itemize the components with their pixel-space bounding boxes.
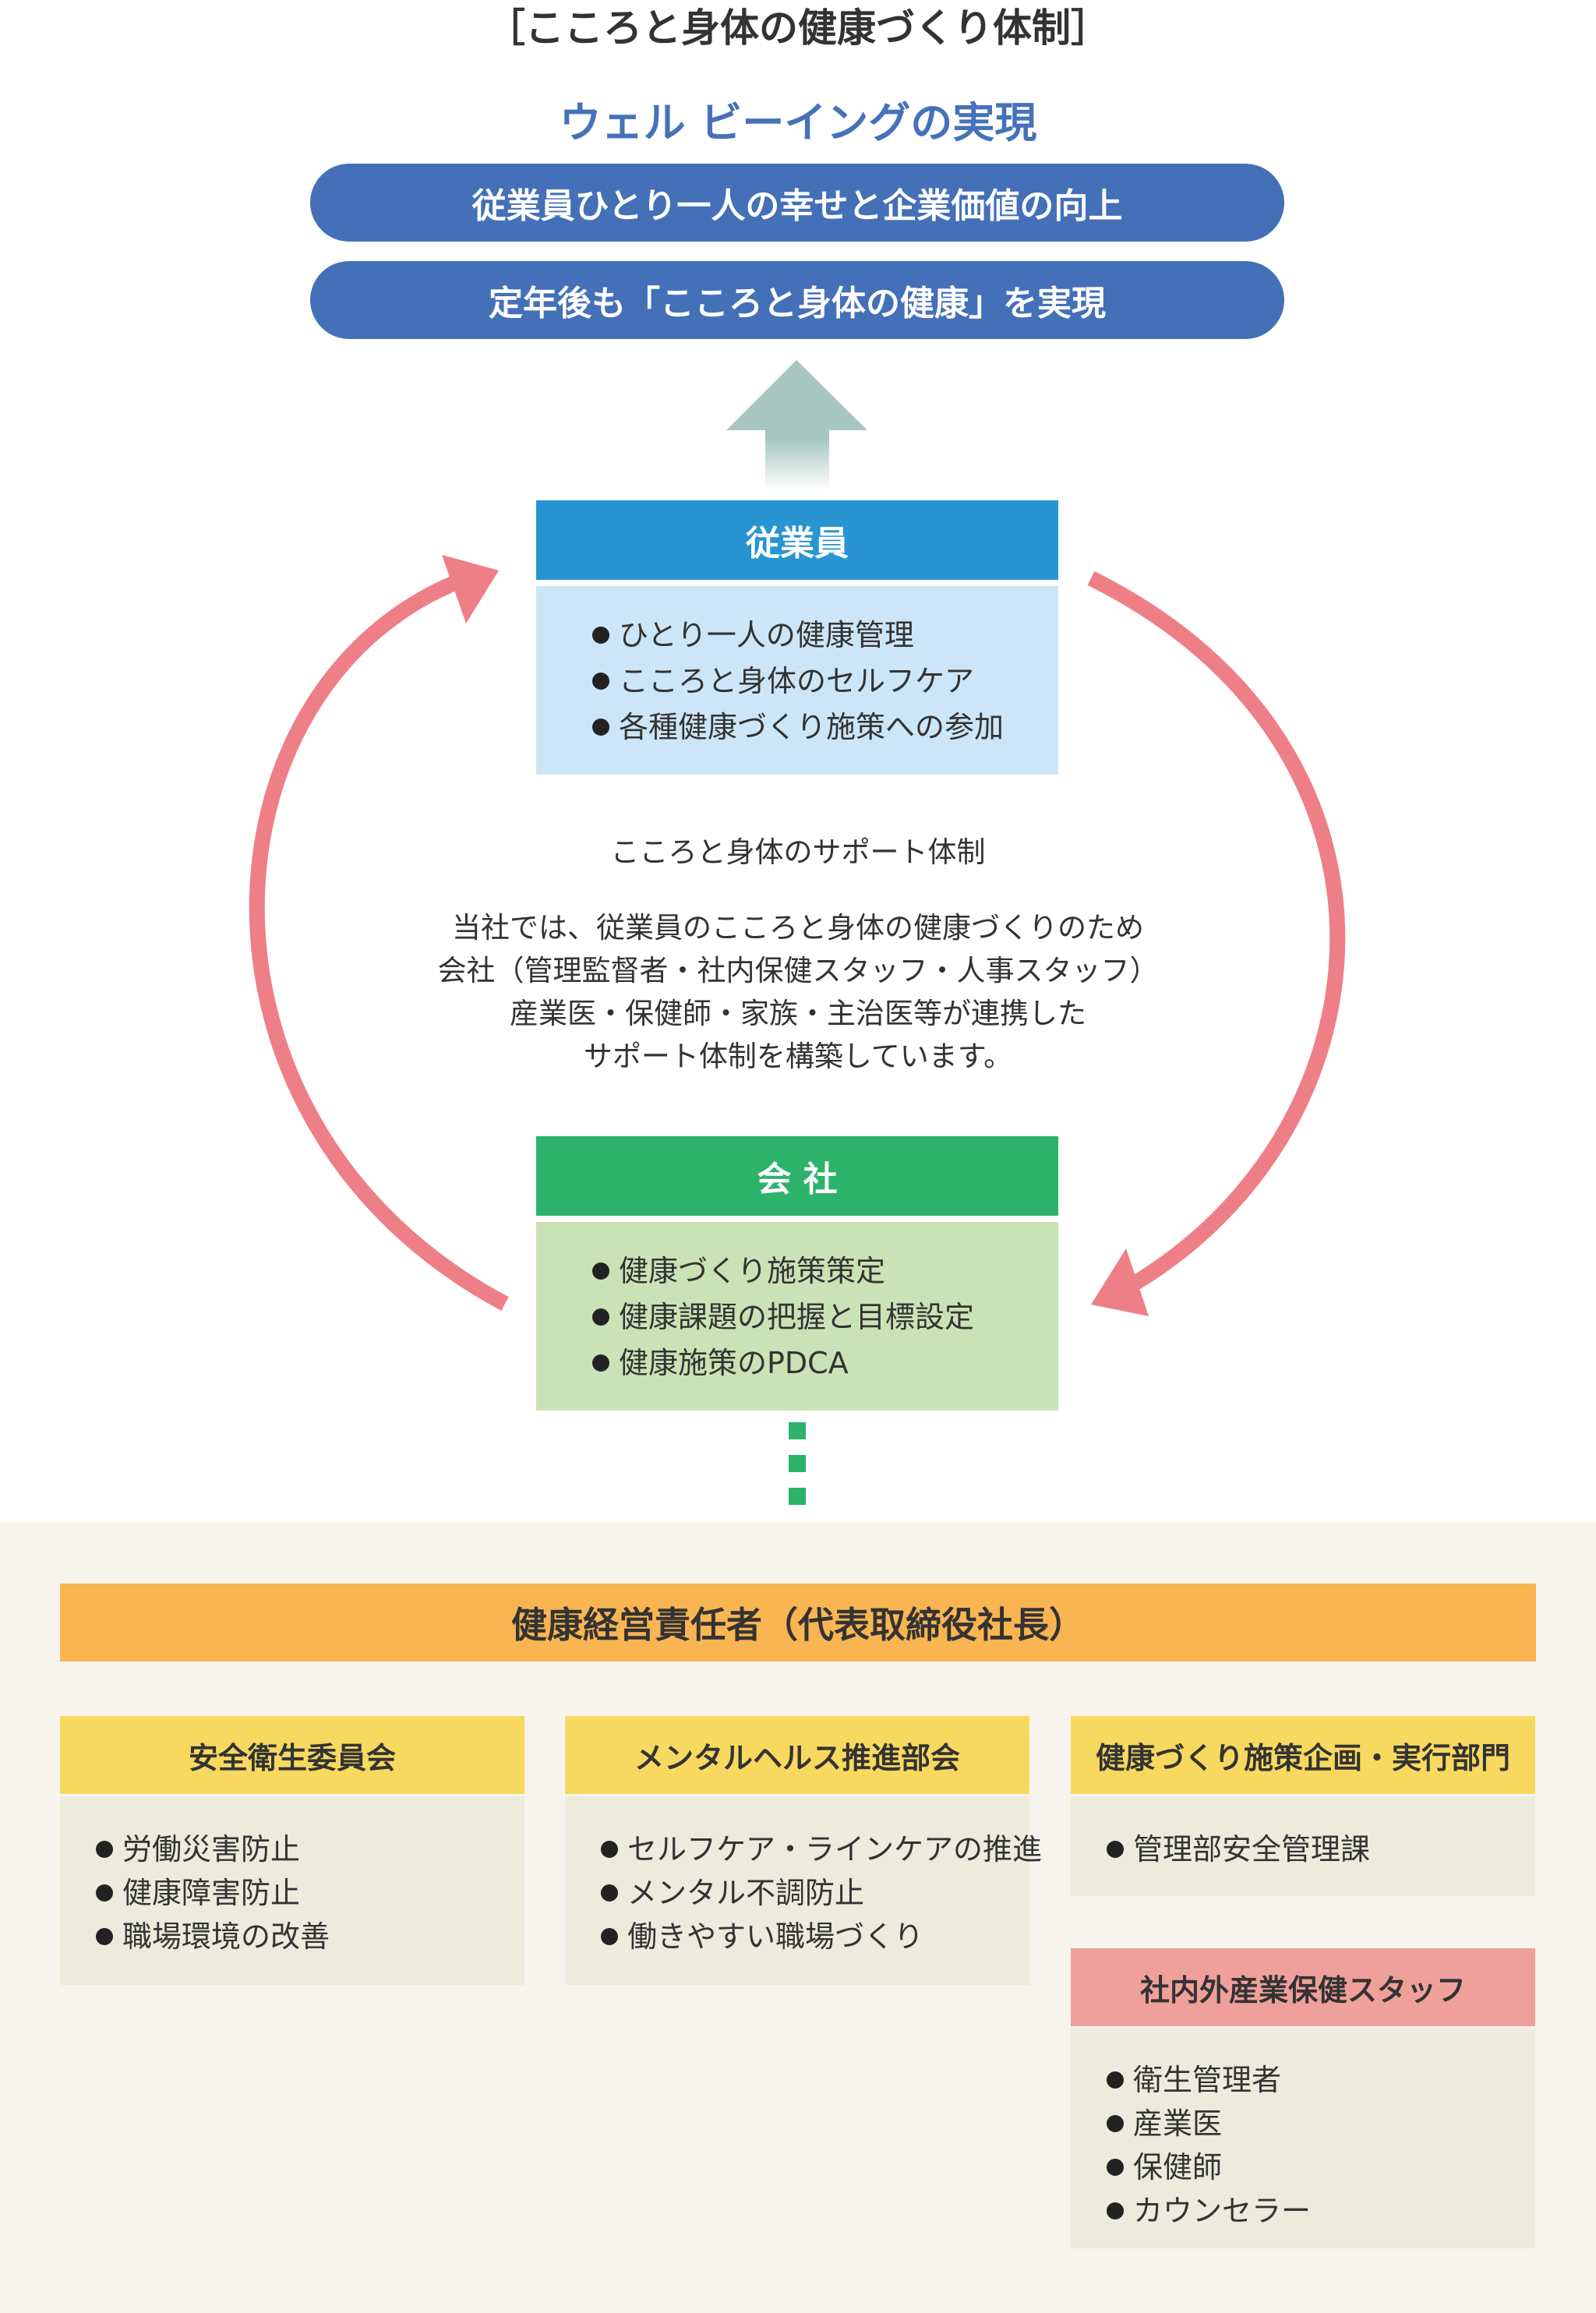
- bullet-icon: [96, 1884, 113, 1902]
- health-planning-department-items: 管理部安全管理課: [1071, 1796, 1535, 1896]
- bullet-icon: [1107, 2071, 1124, 2089]
- bullet-icon: [1107, 2202, 1124, 2219]
- mental-health-committee-items: セルフケア・ラインケアの推進 メンタル不調防止 働きやすい職場づくり: [565, 1796, 1042, 1985]
- cycle-arrow-left: [249, 567, 509, 1311]
- up-arrow: [726, 360, 867, 491]
- health-management-head: 健康経営責任者（代表取締役社長）: [60, 1584, 1536, 1661]
- list-item: 管理部安全管理課: [1107, 1827, 1535, 1871]
- bullet-icon: [1107, 2114, 1124, 2132]
- health-planning-department-header: 健康づくり施策企画・実行部門: [1071, 1716, 1535, 1794]
- list-item: セルフケア・ラインケアの推進: [601, 1827, 1042, 1871]
- connector-dot: [789, 1488, 806, 1505]
- diagram-title: ［こころと身体の健康づくり体制］: [486, 5, 1110, 51]
- list-item: ひとり一人の健康管理: [592, 613, 1058, 659]
- list-item: 各種健康づくり施策への参加: [592, 704, 1058, 750]
- list-item: 産業医: [1107, 2102, 1535, 2145]
- description-line: サポート体制を構築しています。: [583, 1040, 1013, 1073]
- bullet-icon: [96, 1840, 113, 1858]
- bullet-icon: [1107, 1840, 1124, 1858]
- bullet-icon: [592, 1262, 609, 1280]
- bullet-icon: [592, 718, 609, 736]
- bullet-icon: [592, 1354, 609, 1372]
- bullet-icon: [592, 626, 609, 644]
- occupational-health-staff-items: 衛生管理者 産業医 保健師 カウンセラー: [1071, 2029, 1535, 2248]
- list-item: 健康障害防止: [96, 1871, 524, 1915]
- company-header: 会 社: [536, 1136, 1058, 1216]
- connector-dot: [789, 1422, 806, 1439]
- list-item: 健康課題の把握と目標設定: [592, 1294, 1058, 1340]
- employee-responsibilities: ひとり一人の健康管理 こころと身体のセルフケア 各種健康づくり施策への参加: [536, 586, 1058, 775]
- cycle-arrow-right: [1087, 571, 1346, 1298]
- connector-dot: [789, 1455, 806, 1472]
- bullet-icon: [96, 1927, 113, 1945]
- goal-pill-company-value: 従業員ひとり一人の幸せと企業価値の向上: [310, 164, 1284, 242]
- list-item: 職場環境の改善: [96, 1915, 524, 1958]
- list-item: こころと身体のセルフケア: [592, 659, 1058, 704]
- list-item: 健康づくり施策策定: [592, 1248, 1058, 1294]
- safety-committee-items: 労働災害防止 健康障害防止 職場環境の改善: [60, 1796, 524, 1985]
- list-item: 保健師: [1107, 2145, 1535, 2189]
- mental-health-committee-header: メンタルヘルス推進部会: [565, 1716, 1029, 1794]
- employee-header: 従業員: [536, 500, 1058, 580]
- bullet-icon: [601, 1840, 618, 1858]
- cycle-arrow-left-head: [442, 555, 499, 623]
- support-system-title: こころと身体のサポート体制: [610, 835, 986, 869]
- safety-committee-header: 安全衛生委員会: [60, 1716, 524, 1794]
- wellbeing-heading: ウェル ビーイングの実現: [559, 97, 1037, 147]
- description-line: 会社（管理監督者・社内保健スタッフ・人事スタッフ）: [437, 954, 1159, 987]
- description-line: 産業医・保健師・家族・主治医等が連携した: [510, 997, 1086, 1030]
- bullet-icon: [601, 1927, 618, 1945]
- bullet-icon: [601, 1884, 618, 1902]
- cycle-arrow-right-head: [1091, 1248, 1149, 1316]
- description-line: 当社では、従業員のこころと身体の健康づくりのため: [452, 911, 1144, 945]
- list-item: 健康施策のPDCA: [592, 1340, 1058, 1386]
- goal-pill-health-after-retirement: 定年後も「こころと身体の健康」を実現: [310, 261, 1284, 339]
- company-responsibilities: 健康づくり施策策定 健康課題の把握と目標設定 健康施策のPDCA: [536, 1222, 1058, 1411]
- bullet-icon: [592, 1308, 609, 1326]
- list-item: 労働災害防止: [96, 1827, 524, 1871]
- support-system-description: 当社では、従業員のこころと身体の健康づくりのため 会社（管理監督者・社内保健スタ…: [0, 906, 1596, 1078]
- list-item: メンタル不調防止: [601, 1871, 1029, 1915]
- list-item: カウンセラー: [1107, 2189, 1535, 2233]
- bullet-icon: [1107, 2158, 1124, 2176]
- list-item: 働きやすい職場づくり: [601, 1915, 1029, 1958]
- list-item: 衛生管理者: [1107, 2058, 1535, 2102]
- bullet-icon: [592, 672, 609, 690]
- occupational-health-staff-header: 社内外産業保健スタッフ: [1071, 1948, 1535, 2026]
